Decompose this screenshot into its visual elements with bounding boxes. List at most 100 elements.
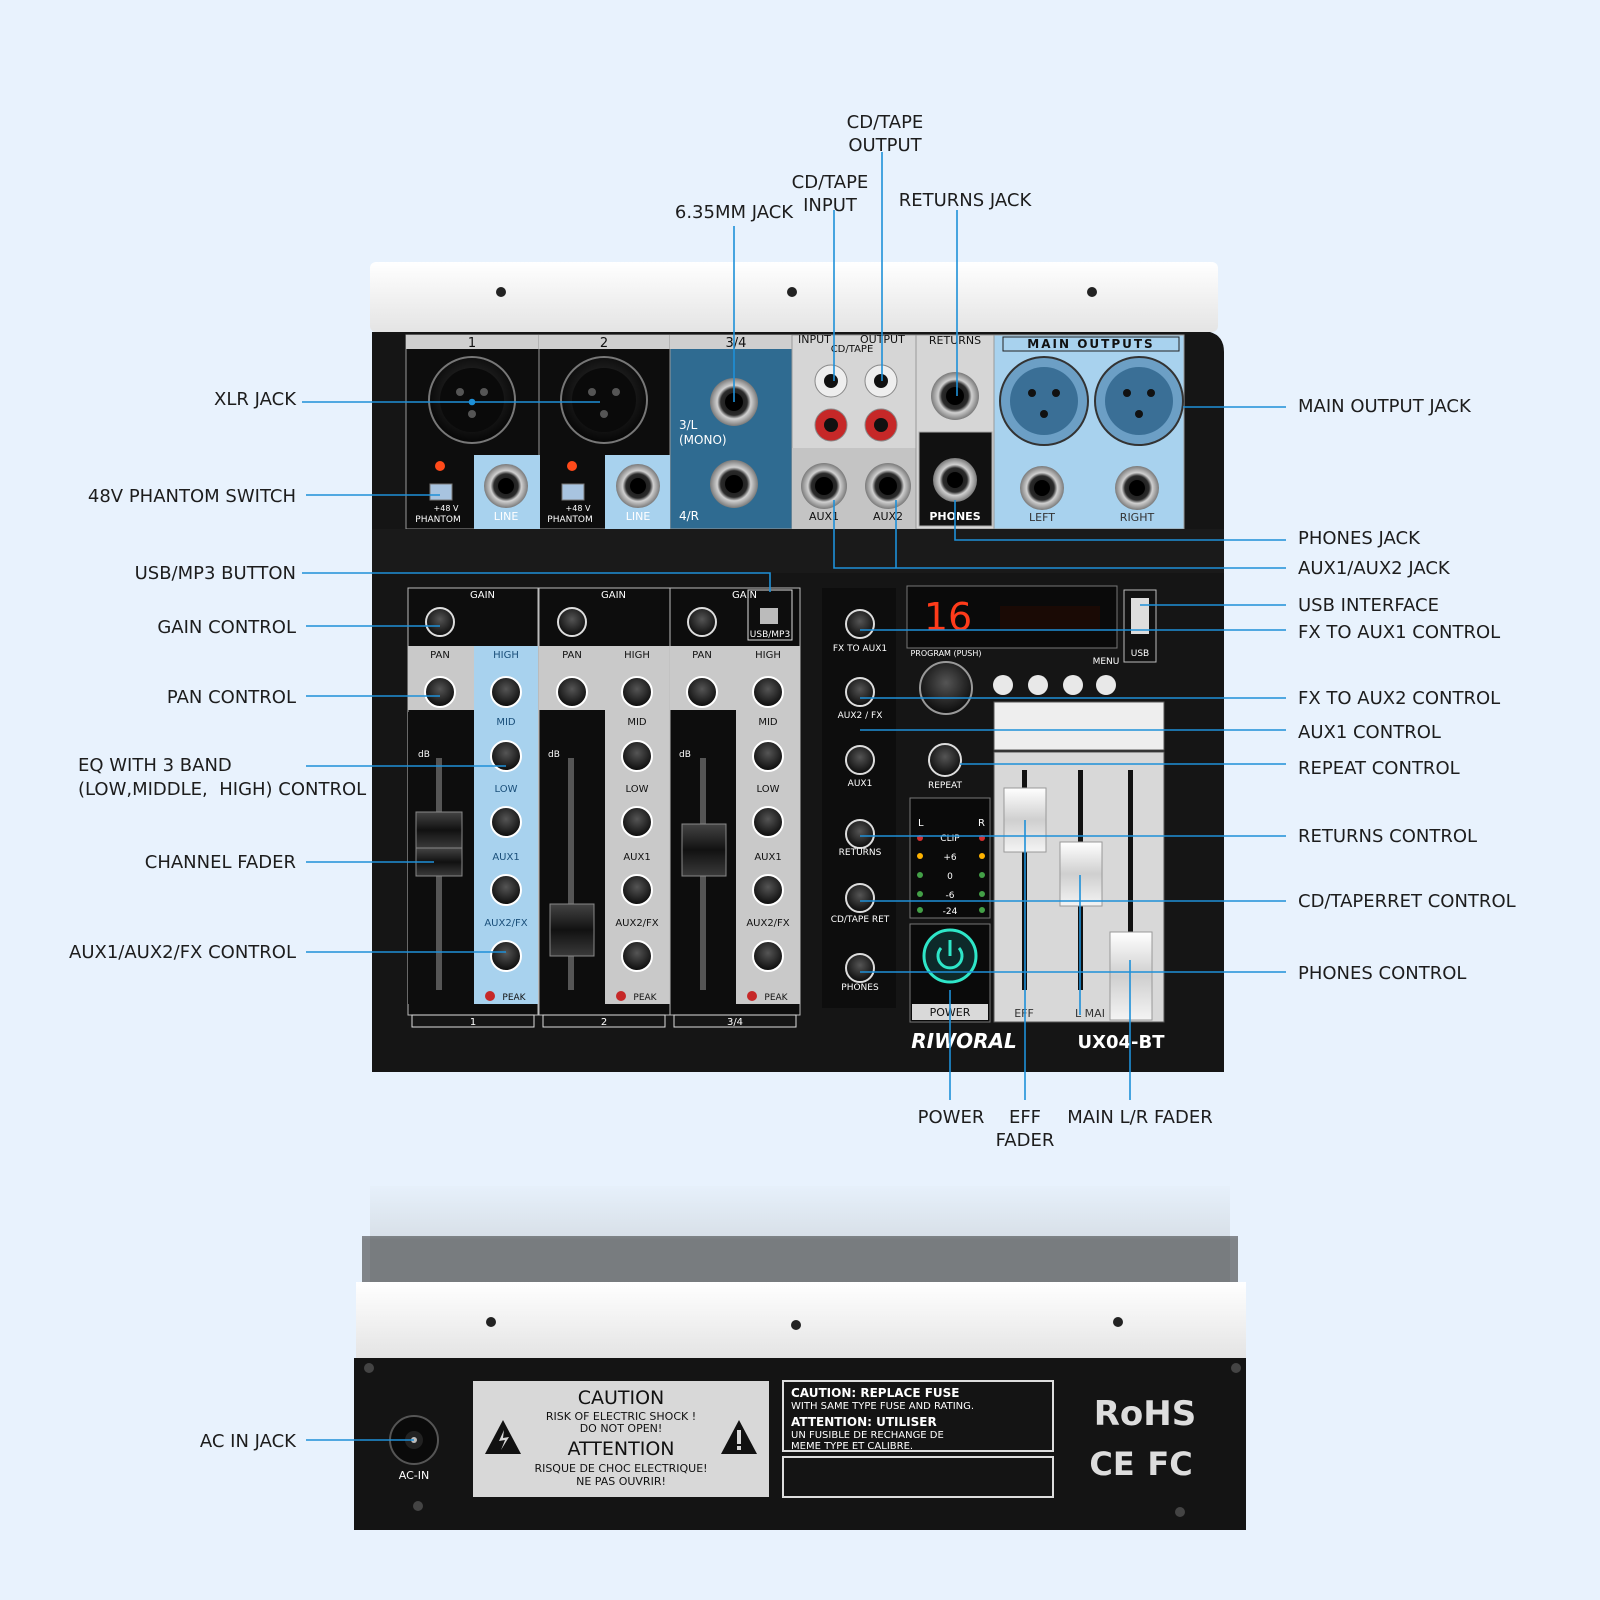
gain-knob-ch34[interactable]	[687, 607, 717, 637]
fx-to-aux1-knob[interactable]	[845, 609, 875, 639]
aux1-knob-ch34[interactable]	[752, 874, 784, 906]
gain-knob-ch1[interactable]	[425, 607, 455, 637]
label-cd-tape-input: CD/TAPE INPUT	[791, 172, 869, 216]
rca-input-r[interactable]	[814, 408, 848, 442]
aux2-jack[interactable]	[865, 463, 911, 509]
svg-text:ATTENTION: UTILISER: ATTENTION: UTILISER	[791, 1415, 937, 1429]
repeat-knob[interactable]	[928, 743, 962, 777]
label-eq-line2: (LOW,MIDDLE, HIGH) CONTROL	[78, 779, 367, 800]
xlr-jack-ch2[interactable]	[560, 356, 648, 444]
eq-low-knob-ch34[interactable]	[752, 806, 784, 838]
menu-button[interactable]	[1096, 675, 1116, 695]
pan-knob-ch2[interactable]	[556, 676, 588, 708]
svg-text:UN FUSIBLE DE RECHANGE DE: UN FUSIBLE DE RECHANGE DE	[791, 1430, 944, 1441]
svg-text:AUX1: AUX1	[492, 852, 519, 863]
fuse-label: CAUTION: REPLACE FUSE WITH SAME TYPE FUS…	[782, 1380, 1054, 1498]
svg-text:GAIN: GAIN	[470, 590, 495, 601]
phantom-switch-ch1[interactable]: +48 V PHANTOM	[415, 461, 461, 525]
prev-button[interactable]	[993, 675, 1013, 695]
gain-knob-ch2[interactable]	[557, 607, 587, 637]
aux1-master-knob[interactable]	[845, 745, 875, 775]
aux1-knob-ch1[interactable]	[490, 874, 522, 906]
usb-mp3-button[interactable]: USB/MP3	[747, 589, 793, 641]
svg-text:PAN: PAN	[562, 650, 582, 661]
svg-text:REPEAT: REPEAT	[928, 781, 963, 791]
eq-high-knob-ch2[interactable]	[621, 676, 653, 708]
svg-text:GAIN: GAIN	[601, 590, 626, 601]
label-4r: 4/R	[679, 509, 699, 523]
eq-mid-knob-ch34[interactable]	[752, 740, 784, 772]
svg-text:HIGH: HIGH	[755, 650, 781, 661]
main-r-fader[interactable]	[1109, 770, 1153, 1021]
svg-text:EFF: EFF	[1014, 1007, 1034, 1020]
label-power: POWER	[917, 1107, 985, 1128]
jack-4r[interactable]	[710, 460, 758, 508]
main-out-xlr-right[interactable]	[1094, 356, 1184, 446]
returns-knob[interactable]	[845, 819, 875, 849]
eq-mid-knob-ch1[interactable]	[490, 740, 522, 772]
label-fx-to-aux1: FX TO AUX1 CONTROL	[1298, 622, 1501, 643]
rca-output-l[interactable]	[864, 364, 898, 398]
phones-knob[interactable]	[845, 953, 875, 983]
channel-fader-ch1[interactable]	[415, 758, 463, 990]
phantom-switch-ch2[interactable]: +48 V PHANTOM	[547, 461, 593, 525]
eq-mid-knob-ch2[interactable]	[621, 740, 653, 772]
ch1-header: 1	[468, 336, 476, 351]
svg-text:RISQUE DE CHOC ELECTRIQUE!: RISQUE DE CHOC ELECTRIQUE!	[534, 1462, 707, 1475]
label-cd-tape-ret-control: CD/TAPERRET CONTROL	[1298, 891, 1516, 912]
pan-knob-ch34[interactable]	[686, 676, 718, 708]
svg-text:MID: MID	[758, 717, 778, 728]
pan-knob-ch1[interactable]	[424, 676, 456, 708]
svg-text:CLIP: CLIP	[940, 834, 960, 844]
aux2fx-knob-ch1[interactable]	[490, 940, 522, 972]
aux2fx-knob-ch2[interactable]	[621, 940, 653, 972]
program-knob[interactable]	[919, 661, 973, 715]
svg-text:MID: MID	[496, 717, 516, 728]
svg-text:WITH SAME TYPE FUSE AND RATING: WITH SAME TYPE FUSE AND RATING.	[791, 1401, 974, 1412]
returns-jack[interactable]	[931, 372, 979, 420]
eq-low-knob-ch2[interactable]	[621, 806, 653, 838]
channel-fader-ch34[interactable]	[681, 758, 727, 990]
main-out-xlr-left[interactable]	[999, 356, 1089, 446]
rca-output-r[interactable]	[864, 408, 898, 442]
line-jack-ch1[interactable]: LINE	[484, 464, 528, 523]
aux1-jack[interactable]	[801, 463, 847, 509]
svg-text:CD/TAPE: CD/TAPE	[831, 344, 874, 355]
svg-text:3/4: 3/4	[727, 1017, 743, 1028]
aux1-knob-ch2[interactable]	[621, 874, 653, 906]
rca-input-l[interactable]	[814, 364, 848, 398]
svg-text:CAUTION: CAUTION	[578, 1387, 665, 1409]
model-number: UX04-BT	[1077, 1032, 1165, 1053]
label-main-output-jack: MAIN OUTPUT JACK	[1298, 396, 1471, 417]
svg-text:DO NOT OPEN!: DO NOT OPEN!	[580, 1422, 663, 1435]
svg-text:RIGHT: RIGHT	[1120, 511, 1155, 524]
svg-text:PEAK: PEAK	[502, 993, 526, 1003]
eq-high-knob-ch1[interactable]	[490, 676, 522, 708]
aux2fx-knob-ch34[interactable]	[752, 940, 784, 972]
svg-text:GAIN: GAIN	[732, 590, 757, 601]
line-jack-ch2[interactable]: LINE	[616, 464, 660, 523]
channel-fader-ch2[interactable]	[549, 758, 595, 990]
label-usb-mp3-button: USB/MP3 BUTTON	[134, 563, 296, 584]
svg-text:1: 1	[470, 1017, 476, 1028]
play-pause-button[interactable]	[1063, 675, 1083, 695]
eq-low-knob-ch1[interactable]	[490, 806, 522, 838]
caution-label: CAUTION RISK OF ELECTRIC SHOCK ! DO NOT …	[473, 1381, 769, 1497]
svg-text:AUX1: AUX1	[809, 510, 839, 523]
svg-text:AUX1: AUX1	[848, 779, 873, 789]
label-repeat-control: REPEAT CONTROL	[1298, 758, 1460, 779]
main-out-jack-left[interactable]	[1020, 466, 1064, 510]
cd-tape-ret-knob[interactable]	[845, 883, 875, 913]
label-returns-control: RETURNS CONTROL	[1298, 826, 1478, 847]
svg-text:LEFT: LEFT	[1029, 511, 1055, 524]
eq-high-knob-ch34[interactable]	[752, 676, 784, 708]
svg-text:AC-IN: AC-IN	[399, 1469, 429, 1482]
phones-jack[interactable]	[933, 458, 977, 502]
next-button[interactable]	[1028, 675, 1048, 695]
svg-text:USB/MP3: USB/MP3	[750, 630, 790, 640]
main-out-jack-right[interactable]	[1115, 466, 1159, 510]
svg-text:R: R	[978, 818, 985, 829]
label-635mm-jack: 6.35MM JACK	[674, 202, 794, 223]
usb-port[interactable]: USB	[1123, 589, 1157, 663]
fx-to-aux2-knob[interactable]	[845, 677, 875, 707]
